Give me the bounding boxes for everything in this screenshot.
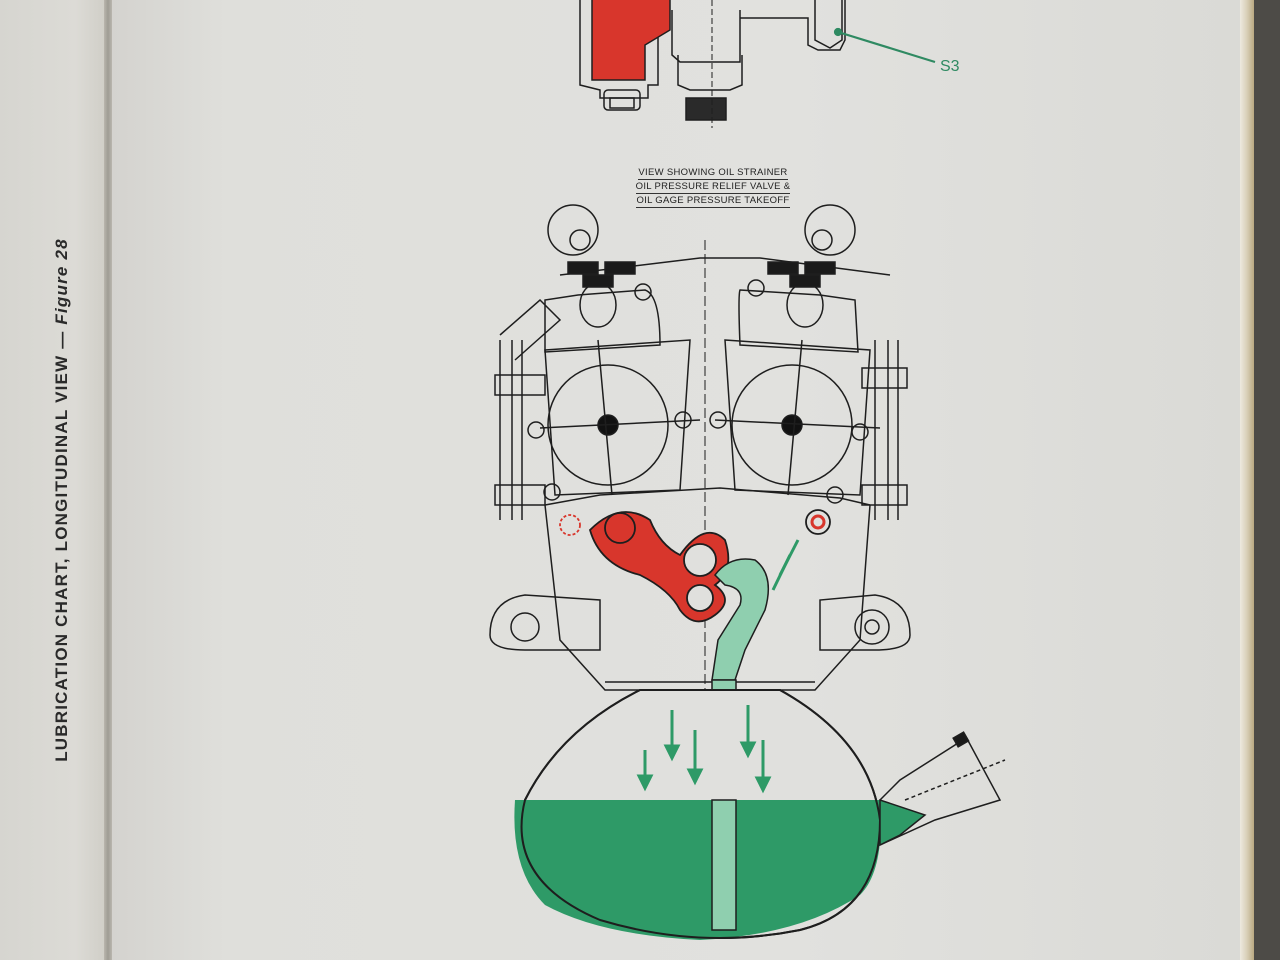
return-flow-arrows bbox=[771, 539, 800, 591]
book-gutter bbox=[104, 0, 114, 960]
cylinder-left bbox=[494, 204, 701, 520]
view-label: VIEW SHOWING OIL STRAINER OIL PRESSURE R… bbox=[618, 166, 808, 208]
oil-pump bbox=[559, 509, 831, 623]
page-edge bbox=[1240, 0, 1254, 960]
callout-s3-leader bbox=[833, 27, 936, 64]
upper-valve-assembly bbox=[579, 0, 846, 128]
callout-s3-label: S3 bbox=[940, 58, 960, 75]
drip-arrows bbox=[636, 705, 772, 794]
view-label-line: OIL GAGE PRESSURE TAKEOFF bbox=[636, 195, 790, 208]
left-page bbox=[0, 0, 108, 960]
oil-filler-neck bbox=[879, 731, 1006, 847]
oil-sump bbox=[514, 689, 882, 940]
cylinder-right bbox=[709, 204, 908, 520]
